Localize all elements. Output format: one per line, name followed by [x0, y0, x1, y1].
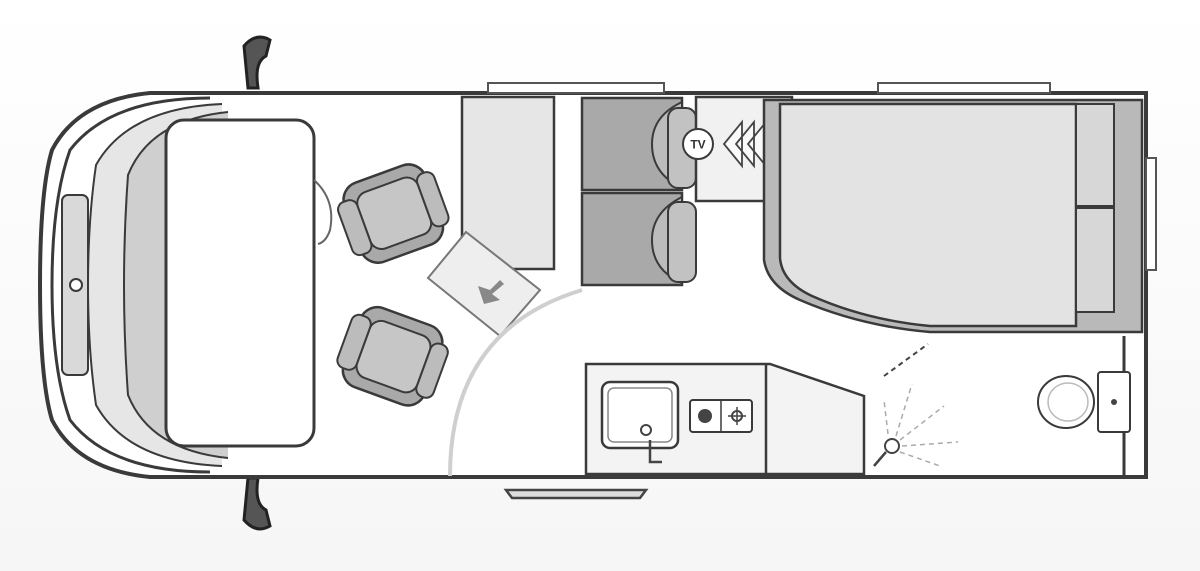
door-swing — [448, 288, 583, 477]
arrow-icon — [478, 280, 504, 304]
swivel-seat-icon — [337, 163, 450, 264]
tv-label-left: TV — [690, 138, 705, 152]
swivel-seat-icon — [336, 305, 449, 407]
mirror-icon — [242, 35, 272, 90]
hob-icon — [689, 399, 753, 433]
shower-icon — [873, 383, 959, 467]
door-icon — [503, 488, 649, 500]
rear-bed — [762, 98, 1144, 334]
window-top-right — [877, 82, 1051, 94]
window-rear — [1145, 157, 1157, 271]
window-top-left — [487, 82, 665, 94]
lounge-seat — [580, 191, 697, 287]
kitchen-unit — [584, 362, 866, 476]
sink-icon — [600, 380, 680, 450]
toilet-icon — [1037, 371, 1131, 433]
mirror-icon — [242, 476, 272, 531]
lounge-seat — [580, 96, 697, 192]
tv-icon: TV — [682, 128, 714, 160]
door-dash — [883, 343, 929, 377]
fold-out-table — [426, 230, 542, 338]
